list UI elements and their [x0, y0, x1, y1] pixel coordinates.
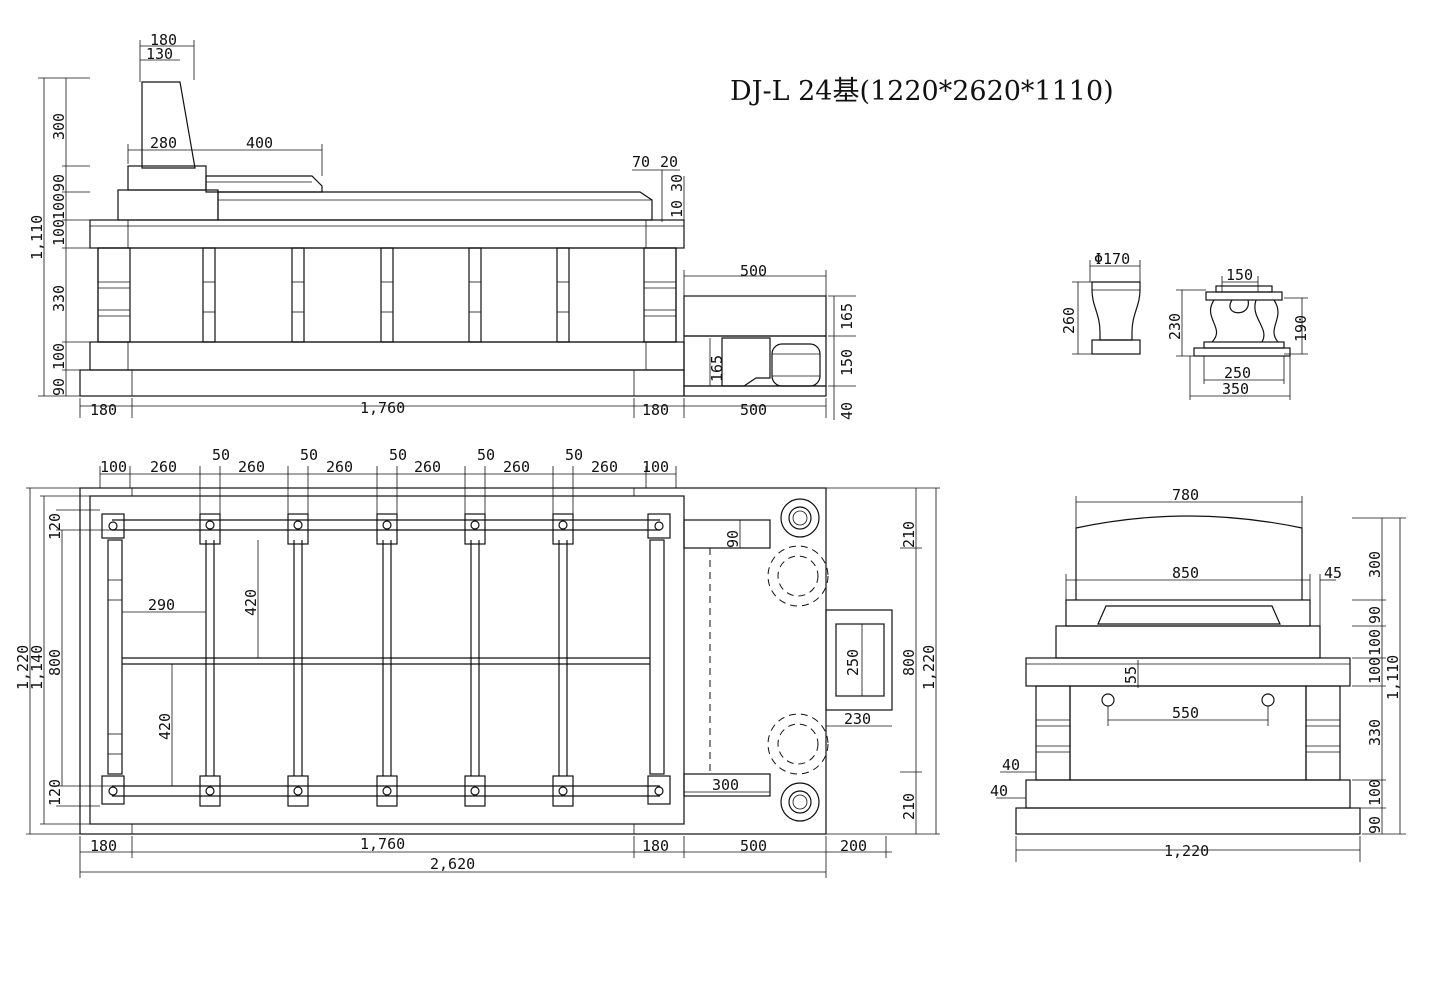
- dim-text: 260: [326, 458, 353, 476]
- dim-text: 1,220: [14, 645, 32, 690]
- end-view-dimension-lines: [996, 496, 1406, 862]
- dim-text: 260: [150, 458, 177, 476]
- dim-text: 165: [708, 355, 726, 382]
- dim-text: 30: [668, 174, 686, 192]
- dim-text: 2,620: [430, 855, 475, 873]
- dim-text: 100: [1366, 629, 1384, 656]
- dim-text: 260: [238, 458, 265, 476]
- dim-text: 50: [300, 446, 318, 464]
- dim-text: 250: [844, 649, 862, 676]
- dim-text: 130: [146, 45, 173, 63]
- dim-text: 210: [900, 793, 918, 820]
- dim-text: 180: [150, 31, 177, 49]
- dim-text: 50: [477, 446, 495, 464]
- dim-text: 230: [1166, 313, 1184, 340]
- dim-text: 330: [50, 285, 68, 312]
- vase-detail: Φ170 260: [1060, 250, 1141, 355]
- dim-text: 500: [740, 262, 767, 280]
- dim-text: 500: [740, 401, 767, 419]
- dim-text: 260: [1060, 307, 1078, 334]
- dim-text: 90: [1366, 816, 1384, 834]
- dim-text: 300: [712, 776, 739, 794]
- dim-text: 400: [246, 134, 273, 152]
- dim-text: 165: [838, 303, 856, 330]
- elevation-dimension-lines: [38, 40, 856, 420]
- dim-text: 230: [844, 710, 871, 728]
- dim-text: 500: [740, 837, 767, 855]
- dim-text: 1,220: [920, 645, 938, 690]
- elevation-dimensions: 180 130 280 400 70 20 30 10 1,110 300 90…: [28, 31, 856, 420]
- dim-text: 1,110: [28, 215, 46, 260]
- dim-text: 420: [242, 589, 260, 616]
- dim-text: 260: [503, 458, 530, 476]
- dim-text: 780: [1172, 486, 1199, 504]
- dim-text: 850: [1172, 564, 1199, 582]
- dim-text: 200: [840, 837, 867, 855]
- dim-text: 100: [1366, 779, 1384, 806]
- dim-text: 420: [156, 713, 174, 740]
- dim-text: 210: [900, 521, 918, 548]
- dim-text: 180: [642, 837, 669, 855]
- plan-view: [79, 487, 893, 835]
- dim-text: 180: [642, 401, 669, 419]
- dim-text: 100: [50, 343, 68, 370]
- end-view: [1015, 515, 1361, 835]
- dim-text: 90: [50, 378, 68, 396]
- drawing-title: DJ-L 24基(1220*2620*1110): [730, 76, 1114, 107]
- dim-text: 50: [565, 446, 583, 464]
- plan-dimensions: 100 260 50 260 50 260 50 260 50 260 50 2…: [14, 446, 938, 873]
- dim-text: 55: [1122, 666, 1140, 684]
- dim-text: 45: [1324, 564, 1342, 582]
- dim-text: 280: [150, 134, 177, 152]
- dim-text: 90: [1366, 606, 1384, 624]
- dim-text: 180: [90, 401, 117, 419]
- dim-text: 90: [724, 530, 742, 548]
- dim-text: 150: [838, 349, 856, 376]
- dim-text: 1,760: [360, 399, 405, 417]
- dim-text: 10: [668, 200, 686, 218]
- dim-text: 350: [1222, 380, 1249, 398]
- dim-text: 180: [90, 837, 117, 855]
- dim-text: 1,140: [28, 645, 46, 690]
- dim-text: 1,760: [360, 835, 405, 853]
- dim-text: 260: [414, 458, 441, 476]
- dim-text: 1,220: [1164, 842, 1209, 860]
- stand-detail: 150 230 190 250 350: [1166, 266, 1310, 400]
- end-view-dimensions: 780 850 45 55 550 40 40 1,220 300 90 100…: [990, 486, 1402, 860]
- dim-text: 50: [212, 446, 230, 464]
- dim-text: 100: [100, 458, 127, 476]
- dim-text: 100: [642, 458, 669, 476]
- dim-text: 40: [838, 402, 856, 420]
- dim-text: 1,110: [1384, 655, 1402, 700]
- dim-text: 300: [50, 113, 68, 140]
- dim-text: 100: [50, 193, 68, 220]
- dim-text: 100: [50, 219, 68, 246]
- front-elevation: [79, 81, 827, 397]
- dim-text: 20: [660, 153, 678, 171]
- dim-text: 800: [900, 649, 918, 676]
- dim-text: 190: [1292, 315, 1310, 342]
- dim-text: 50: [389, 446, 407, 464]
- dim-text: 330: [1366, 719, 1384, 746]
- dim-text: 290: [148, 596, 175, 614]
- dim-text: 150: [1226, 266, 1253, 284]
- dim-text: 70: [632, 153, 650, 171]
- dim-text: 300: [1366, 551, 1384, 578]
- dim-text: 100: [1366, 657, 1384, 684]
- dim-text: Φ170: [1094, 250, 1130, 268]
- plan-dimension-lines: [26, 466, 940, 878]
- dim-text: 120: [46, 779, 64, 806]
- dim-text: 40: [990, 782, 1008, 800]
- dim-text: 550: [1172, 704, 1199, 722]
- dim-text: 120: [46, 513, 64, 540]
- dim-text: 800: [46, 649, 64, 676]
- dim-text: 40: [1002, 756, 1020, 774]
- dim-text: 260: [591, 458, 618, 476]
- dim-text: 90: [50, 174, 68, 192]
- dim-text: 250: [1224, 364, 1251, 382]
